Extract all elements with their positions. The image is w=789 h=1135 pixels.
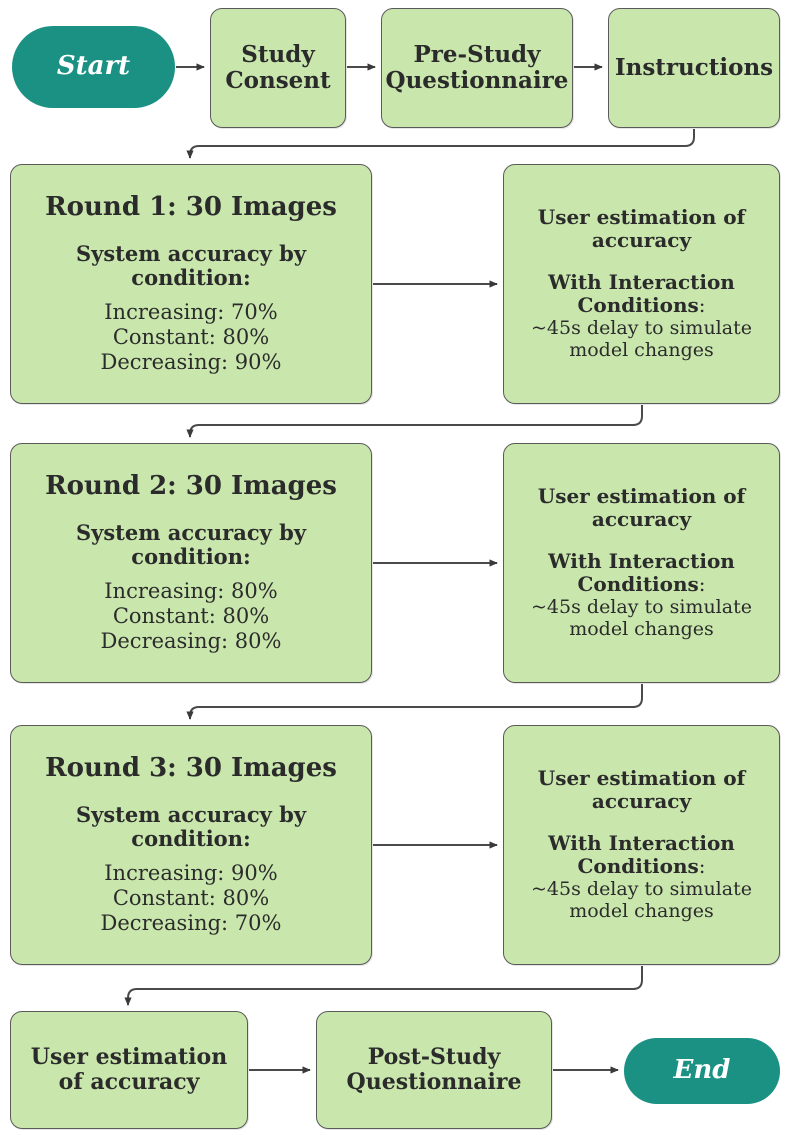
node-round1-condition-constant: Constant: 80% [112,325,270,350]
node-round3-title: Round 3: 30 Images [45,753,337,784]
node-study-consent-line2: Consent [225,67,331,94]
node-estimation1-subtitle-line1: With Interaction [548,270,735,295]
node-start[interactable]: Start [12,26,175,108]
node-user-estimation-final-line1: User estimation [30,1044,228,1071]
edge-estimation1-to-round2 [186,405,643,438]
node-estimation2-subtitle-line2: Conditions: [577,573,705,596]
node-estimation2-subtitle-line1: With Interaction [548,549,735,574]
node-estimation3-subtitle-line2: Conditions: [577,855,705,878]
node-user-estimation-final-line2: of accuracy [58,1069,200,1095]
node-round1-condition-increasing: Increasing: 70% [104,300,278,325]
node-estimation3-detail-line1: ~45s delay to simulate [531,877,752,900]
node-post-study-questionnaire[interactable]: Post-Study Questionnaire [316,1011,552,1129]
node-round2-condition-increasing: Increasing: 80% [104,579,278,604]
node-estimation1-detail-line1: ~45s delay to simulate [531,316,752,339]
node-estimation2[interactable]: User estimation of accuracy With Interac… [503,443,780,683]
node-round2-subtitle-line2: condition: [131,544,251,570]
node-pre-study-questionnaire-line2: Questionnaire [385,67,569,94]
node-estimation3-subtitle-colon: : [698,853,706,878]
node-pre-study-questionnaire-line1: Pre-Study [413,41,541,69]
node-estimation3-title-line2: accuracy [591,788,692,813]
node-estimation2-detail-line1: ~45s delay to simulate [531,595,752,618]
node-estimation2-title-line1: User estimation of [537,484,746,509]
node-study-consent[interactable]: Study Consent [210,8,346,128]
node-end[interactable]: End [624,1038,780,1104]
node-round2[interactable]: Round 2: 30 Images System accuracy by co… [10,443,372,683]
node-round1-condition-decreasing: Decreasing: 90% [100,349,282,374]
edge-estimation3-to-user-estimation-final [124,966,643,1006]
node-estimation3[interactable]: User estimation of accuracy With Interac… [503,725,780,965]
node-post-study-questionnaire-line1: Post-Study [367,1044,501,1071]
node-round2-subtitle-line1: System accuracy by [75,520,307,546]
node-estimation1-title-line2: accuracy [591,227,692,252]
node-post-study-questionnaire-line2: Questionnaire [346,1069,522,1095]
node-estimation1-detail-line2: model changes [569,339,714,362]
node-estimation2-detail-line2: model changes [569,618,714,641]
node-estimation1-subtitle-colon: : [698,292,706,317]
edge-instructions-to-round1 [186,129,695,159]
node-user-estimation-final[interactable]: User estimation of accuracy [10,1011,248,1129]
node-estimation1-title-line1: User estimation of [537,205,746,230]
node-round3-subtitle-line1: System accuracy by [75,802,307,828]
node-instructions-label: Instructions [614,54,774,82]
node-estimation3-subtitle-line2-text: Conditions [577,853,699,878]
node-estimation2-subtitle-line2-text: Conditions [577,571,699,596]
edge-estimation2-to-round3 [186,684,643,720]
node-start-label: Start [56,51,131,82]
node-estimation3-title-line1: User estimation of [537,766,746,791]
node-round1-title: Round 1: 30 Images [45,192,337,223]
node-round1[interactable]: Round 1: 30 Images System accuracy by co… [10,164,372,404]
node-round1-subtitle-line2: condition: [131,265,251,291]
node-round2-condition-constant: Constant: 80% [112,604,270,629]
node-round2-title: Round 2: 30 Images [45,471,337,502]
node-round3-condition-decreasing: Decreasing: 70% [100,910,282,935]
node-round3-condition-increasing: Increasing: 90% [104,861,278,886]
node-study-consent-line1: Study [241,41,315,69]
node-estimation2-subtitle-colon: : [698,571,706,596]
node-round3[interactable]: Round 3: 30 Images System accuracy by co… [10,725,372,965]
node-estimation2-title-line2: accuracy [591,506,692,531]
node-pre-study-questionnaire[interactable]: Pre-Study Questionnaire [381,8,573,128]
node-estimation3-detail-line2: model changes [569,900,714,923]
node-round3-subtitle-line2: condition: [131,826,251,852]
node-estimation1-subtitle-line2: Conditions: [577,294,705,317]
node-estimation3-subtitle-line1: With Interaction [548,831,735,856]
node-estimation1[interactable]: User estimation of accuracy With Interac… [503,164,780,404]
node-end-label: End [673,1055,731,1086]
node-round3-condition-constant: Constant: 80% [112,886,270,911]
node-instructions[interactable]: Instructions [608,8,780,128]
node-estimation1-subtitle-line2-text: Conditions [577,292,699,317]
node-round1-subtitle-line1: System accuracy by [75,241,307,267]
node-round2-condition-decreasing: Decreasing: 80% [100,628,282,653]
